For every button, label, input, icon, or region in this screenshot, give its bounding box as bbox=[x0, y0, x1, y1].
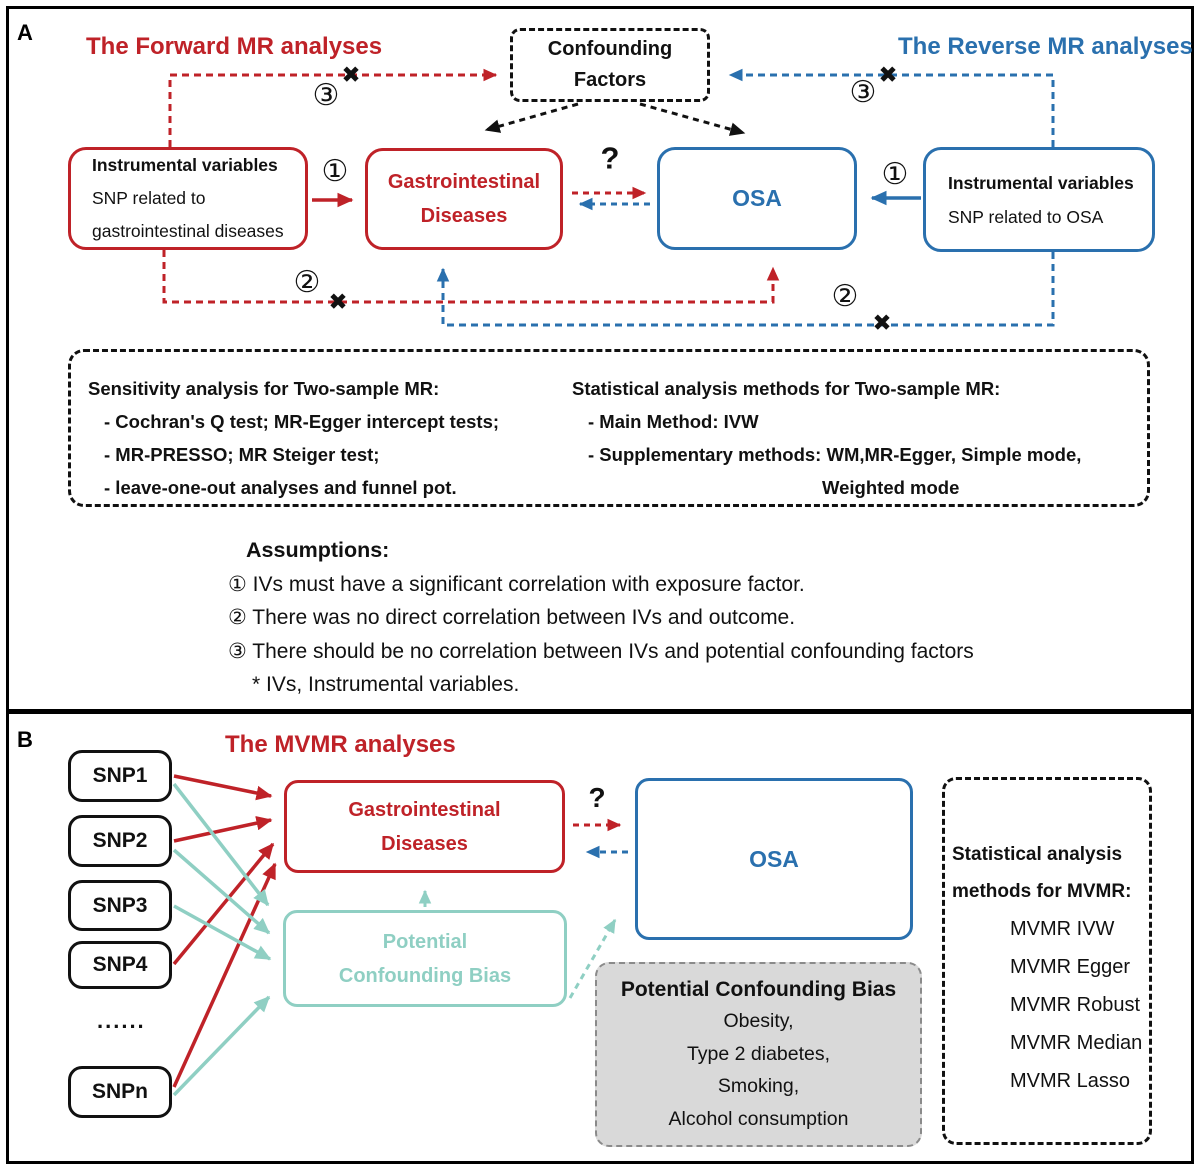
mvmr-method-item: MVMR Egger bbox=[1010, 956, 1131, 978]
methods-summary-box bbox=[68, 349, 1150, 507]
snpn-box: SNPn bbox=[68, 1066, 172, 1118]
mvmr-title: The MVMR analyses bbox=[225, 731, 456, 758]
statistical-item: - Supplementary methods: WM,MR-Egger, Si… bbox=[588, 444, 1082, 465]
snp3-box: SNP3 bbox=[68, 880, 172, 931]
osa-a-label: OSA bbox=[732, 185, 782, 211]
assumption1-badge-left: ① bbox=[321, 154, 349, 189]
panel-b-label: B bbox=[17, 727, 33, 752]
confounding-line2: Factors bbox=[573, 69, 647, 91]
iv-left-line2: SNP related to bbox=[92, 188, 206, 208]
snp1-label: SNP1 bbox=[92, 764, 148, 787]
confounders-list-box: Potential Confounding Bias Obesity, Type… bbox=[595, 962, 922, 1147]
assumption3-badge-right: ③ bbox=[849, 75, 877, 110]
mvmr-methods-title1: Statistical analysis bbox=[952, 844, 1123, 865]
assumptions-title: Assumptions: bbox=[246, 538, 390, 562]
mvmr-method-item: MVMR Robust bbox=[1010, 994, 1141, 1016]
assumption2-badge-right: ② bbox=[831, 279, 859, 314]
mvmr-method-item: MVMR IVW bbox=[1010, 918, 1115, 940]
panel-a-label: A bbox=[17, 20, 33, 45]
mvmr-method-item: MVMR Lasso bbox=[1010, 1070, 1131, 1092]
snp2-label: SNP2 bbox=[92, 829, 148, 852]
gi-diseases-box-a: Gastrointestinal Diseases bbox=[365, 148, 563, 250]
causal-question-mark-b: ? bbox=[588, 782, 606, 813]
mvmr-method-item: MVMR Median bbox=[1010, 1032, 1143, 1054]
iv-right-box: Instrumental variables SNP related to OS… bbox=[923, 147, 1155, 252]
confounder-item: Alcohol consumption bbox=[668, 1107, 849, 1130]
iv-right-line1: Instrumental variables bbox=[948, 172, 1134, 193]
assumption-item: ③ There should be no correlation between… bbox=[228, 639, 974, 663]
snp3-label: SNP3 bbox=[92, 893, 148, 917]
assumption-item: ② There was no direct correlation betwee… bbox=[228, 606, 796, 629]
assumption2-badge-left: ② bbox=[293, 265, 321, 300]
confounder-item: Type 2 diabetes, bbox=[686, 1042, 831, 1065]
iv-left-line3: gastrointestinal diseases bbox=[92, 221, 284, 241]
pcb-line1: Potential bbox=[382, 930, 468, 953]
statistical-item: - Main Method: IVW bbox=[588, 411, 759, 432]
gi-b-line1: Gastrointestinal bbox=[348, 798, 501, 821]
osa-box-b: OSA bbox=[635, 778, 913, 940]
iv-left-line1: Instrumental variables bbox=[92, 155, 278, 175]
pcb-line2: Confounding Bias bbox=[338, 964, 512, 987]
sensitivity-item: - Cochran's Q test; MR-Egger intercept t… bbox=[104, 411, 500, 432]
no-path-cross-bottom-left: ✖ bbox=[328, 288, 348, 315]
causal-question-mark-a: ? bbox=[600, 140, 620, 176]
snp4-box: SNP4 bbox=[68, 941, 172, 989]
assumption-item: ① IVs must have a significant correlatio… bbox=[228, 572, 805, 596]
gi-diseases-box-b: Gastrointestinal Diseases bbox=[284, 780, 565, 873]
assumptions-footnote: * IVs, Instrumental variables. bbox=[252, 673, 520, 696]
statistical-column: Statistical analysis methods for Two-sam… bbox=[572, 372, 1081, 504]
snp1-box: SNP1 bbox=[68, 750, 172, 802]
osa-b-label: OSA bbox=[749, 845, 799, 872]
confounder-item: Smoking, bbox=[717, 1075, 800, 1097]
assumption1-badge-right: ① bbox=[881, 157, 909, 192]
no-path-cross-top-right: ✖ bbox=[878, 61, 898, 88]
snp-ellipsis: ...... bbox=[97, 1008, 146, 1033]
confounder-item: Obesity, bbox=[723, 1010, 794, 1032]
mvmr-methods-text: Statistical analysis methods for MVMR: M… bbox=[952, 836, 1142, 1100]
confounding-line1: Confounding bbox=[547, 38, 673, 60]
statistical-title: Statistical analysis methods for Two-sam… bbox=[572, 378, 1001, 399]
assumption3-badge-left: ③ bbox=[312, 78, 340, 113]
confounding-factors-box: Confounding Factors bbox=[510, 28, 710, 102]
potential-confounding-bias-box: Potential Confounding Bias bbox=[283, 910, 567, 1007]
gi-a-line1: Gastrointestinal bbox=[387, 171, 541, 193]
no-path-cross-bottom-right: ✖ bbox=[872, 309, 892, 336]
statistical-item-cont: Weighted mode bbox=[822, 477, 960, 498]
sensitivity-item: - leave-one-out analyses and funnel pot. bbox=[104, 477, 457, 498]
confounders-title: Potential Confounding Bias bbox=[620, 978, 897, 1001]
assumptions-block: Assumptions: ① IVs must have a significa… bbox=[228, 534, 974, 702]
reverse-mr-title: The Reverse MR analyses bbox=[898, 33, 1193, 60]
snp4-label: SNP4 bbox=[92, 953, 148, 976]
no-path-cross-top-left: ✖ bbox=[341, 61, 361, 88]
iv-left-box: Instrumental variables SNP related to ga… bbox=[68, 147, 308, 250]
mvmr-methods-box bbox=[942, 777, 1152, 1145]
gi-b-line2: Diseases bbox=[381, 832, 468, 855]
sensitivity-column: Sensitivity analysis for Two-sample MR: … bbox=[88, 372, 499, 504]
iv-right-line2: SNP related to OSA bbox=[948, 206, 1104, 227]
osa-box-a: OSA bbox=[657, 147, 857, 250]
forward-mr-title: The Forward MR analyses bbox=[86, 33, 383, 60]
sensitivity-item: - MR-PRESSO; MR Steiger test; bbox=[104, 444, 380, 465]
snp2-box: SNP2 bbox=[68, 815, 172, 867]
mvmr-methods-title2: methods for MVMR: bbox=[952, 881, 1132, 902]
sensitivity-title: Sensitivity analysis for Two-sample MR: bbox=[88, 378, 440, 399]
gi-a-line2: Diseases bbox=[420, 205, 508, 227]
snpn-label: SNPn bbox=[91, 1080, 148, 1103]
